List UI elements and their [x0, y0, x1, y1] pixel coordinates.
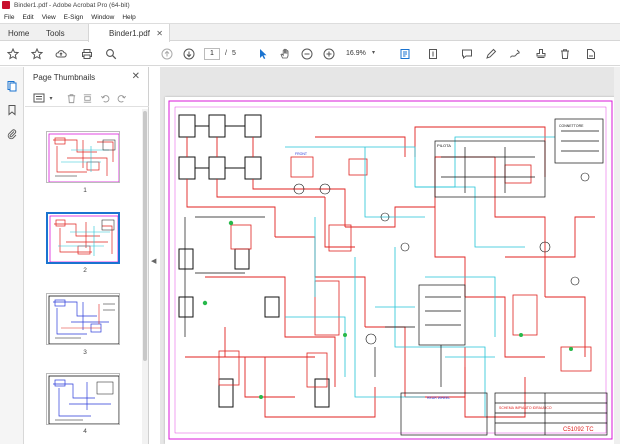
zoom-dropdown-icon[interactable]: ▾ — [372, 50, 376, 56]
page-thumbnails-panel: Page Thumbnails ✕ ▾ — [25, 67, 149, 444]
rear-wheel-label: REAR WHEEL — [427, 396, 450, 400]
page-separator: / — [225, 50, 227, 57]
zoom-out-icon[interactable] — [300, 47, 314, 61]
stamp-icon[interactable] — [534, 47, 548, 61]
draw-icon[interactable] — [508, 47, 522, 61]
menu-help[interactable]: Help — [122, 13, 136, 21]
thumbnail-label-2: 2 — [83, 267, 87, 274]
delete-page-icon[interactable] — [65, 92, 77, 104]
highlight-pen-icon[interactable] — [484, 47, 498, 61]
tab-document[interactable]: Binder1.pdf ✕ — [88, 24, 170, 42]
search-icon[interactable] — [104, 47, 118, 61]
thumbnail-options-icon[interactable] — [33, 92, 45, 104]
tab-document-label: Binder1.pdf — [109, 28, 150, 38]
rotate-icon[interactable] — [584, 47, 598, 61]
options-dropdown-icon[interactable]: ▾ — [49, 95, 53, 102]
tab-strip: Home Tools Binder1.pdf ✕ — [0, 23, 620, 42]
document-scrollbar[interactable] — [614, 67, 620, 444]
thumbnail-label-3: 3 — [83, 349, 87, 356]
page-thumbnail-3[interactable] — [46, 293, 120, 345]
window-title: Binder1.pdf - Adobe Acrobat Pro (64-bit) — [14, 1, 130, 9]
hydraulic-schematic: PILOTA CONNETTORE FRONT REAR WHEEL SCHEM… — [168, 100, 613, 440]
page-thumbnail-4[interactable] — [46, 373, 120, 425]
comment-icon[interactable] — [460, 47, 474, 61]
pilot-box-label: PILOTA — [437, 143, 451, 148]
page-thumbnail-1[interactable] — [46, 131, 120, 183]
thumbnail-scrollbar-thumb[interactable] — [143, 111, 147, 361]
previous-page-icon[interactable] — [160, 47, 174, 61]
fit-page-icon[interactable] — [398, 47, 412, 61]
zoom-in-icon[interactable] — [322, 47, 336, 61]
title-bar: Binder1.pdf - Adobe Acrobat Pro (64-bit) — [0, 0, 620, 10]
bookmark-star-icon[interactable] — [6, 47, 20, 61]
print-icon[interactable] — [80, 47, 94, 61]
select-cursor-icon[interactable] — [256, 47, 270, 61]
collapse-panel-icon[interactable]: ◀ — [151, 258, 157, 265]
thumbnail-scrollbar[interactable] — [142, 109, 148, 444]
close-tab-icon[interactable]: ✕ — [156, 28, 163, 38]
bookmarks-icon[interactable] — [5, 103, 19, 117]
menu-bar: File Edit View E-Sign Window Help — [0, 11, 620, 23]
drawing-code: C51092 TC — [563, 427, 594, 433]
attachments-icon[interactable] — [5, 127, 19, 141]
menu-window[interactable]: Window — [91, 13, 115, 21]
acrobat-app-icon — [2, 1, 10, 9]
rotate-counterclockwise-icon[interactable] — [99, 92, 111, 104]
next-page-icon[interactable] — [182, 47, 196, 61]
toolbar: 1 / 5 16.9% ▾ — [0, 42, 620, 66]
title-block-label: SCHEMA IMPIANTO IDRAULICO — [499, 406, 552, 410]
delete-icon[interactable] — [558, 47, 572, 61]
scrolling-mode-icon[interactable] — [426, 47, 440, 61]
menu-esign[interactable]: E-Sign — [63, 13, 84, 21]
tab-tools[interactable]: Tools — [46, 28, 65, 38]
page-number-input[interactable]: 1 — [204, 48, 220, 60]
panel-title: Page Thumbnails — [33, 73, 96, 82]
cloud-upload-icon[interactable] — [54, 47, 68, 61]
rotate-clockwise-icon[interactable] — [115, 92, 127, 104]
document-viewport: PILOTA CONNETTORE FRONT REAR WHEEL SCHEM… — [160, 67, 620, 444]
tab-home[interactable]: Home — [8, 28, 30, 38]
left-navigation-pane — [0, 67, 24, 444]
front-label: FRONT — [295, 152, 308, 156]
star-icon[interactable] — [30, 47, 44, 61]
zoom-level-field[interactable]: 16.9% — [346, 50, 366, 57]
thumbnail-toolbar: ▾ — [25, 89, 149, 107]
thumbnail-label-1: 1 — [83, 187, 87, 194]
thumbnail-label-4: 4 — [83, 428, 87, 435]
page-thumbnail-2[interactable] — [46, 212, 120, 264]
menu-view[interactable]: View — [41, 13, 56, 21]
menu-file[interactable]: File — [4, 13, 15, 21]
pdf-page: PILOTA CONNETTORE FRONT REAR WHEEL SCHEM… — [165, 97, 616, 444]
page-count: 5 — [232, 50, 236, 57]
menu-edit[interactable]: Edit — [22, 13, 34, 21]
page-thumbnails-icon[interactable] — [5, 79, 19, 93]
insert-page-icon[interactable] — [81, 92, 93, 104]
close-panel-icon[interactable]: ✕ — [131, 71, 140, 82]
hand-tool-icon[interactable] — [278, 47, 292, 61]
connector-label: CONNETTORE — [559, 124, 584, 128]
